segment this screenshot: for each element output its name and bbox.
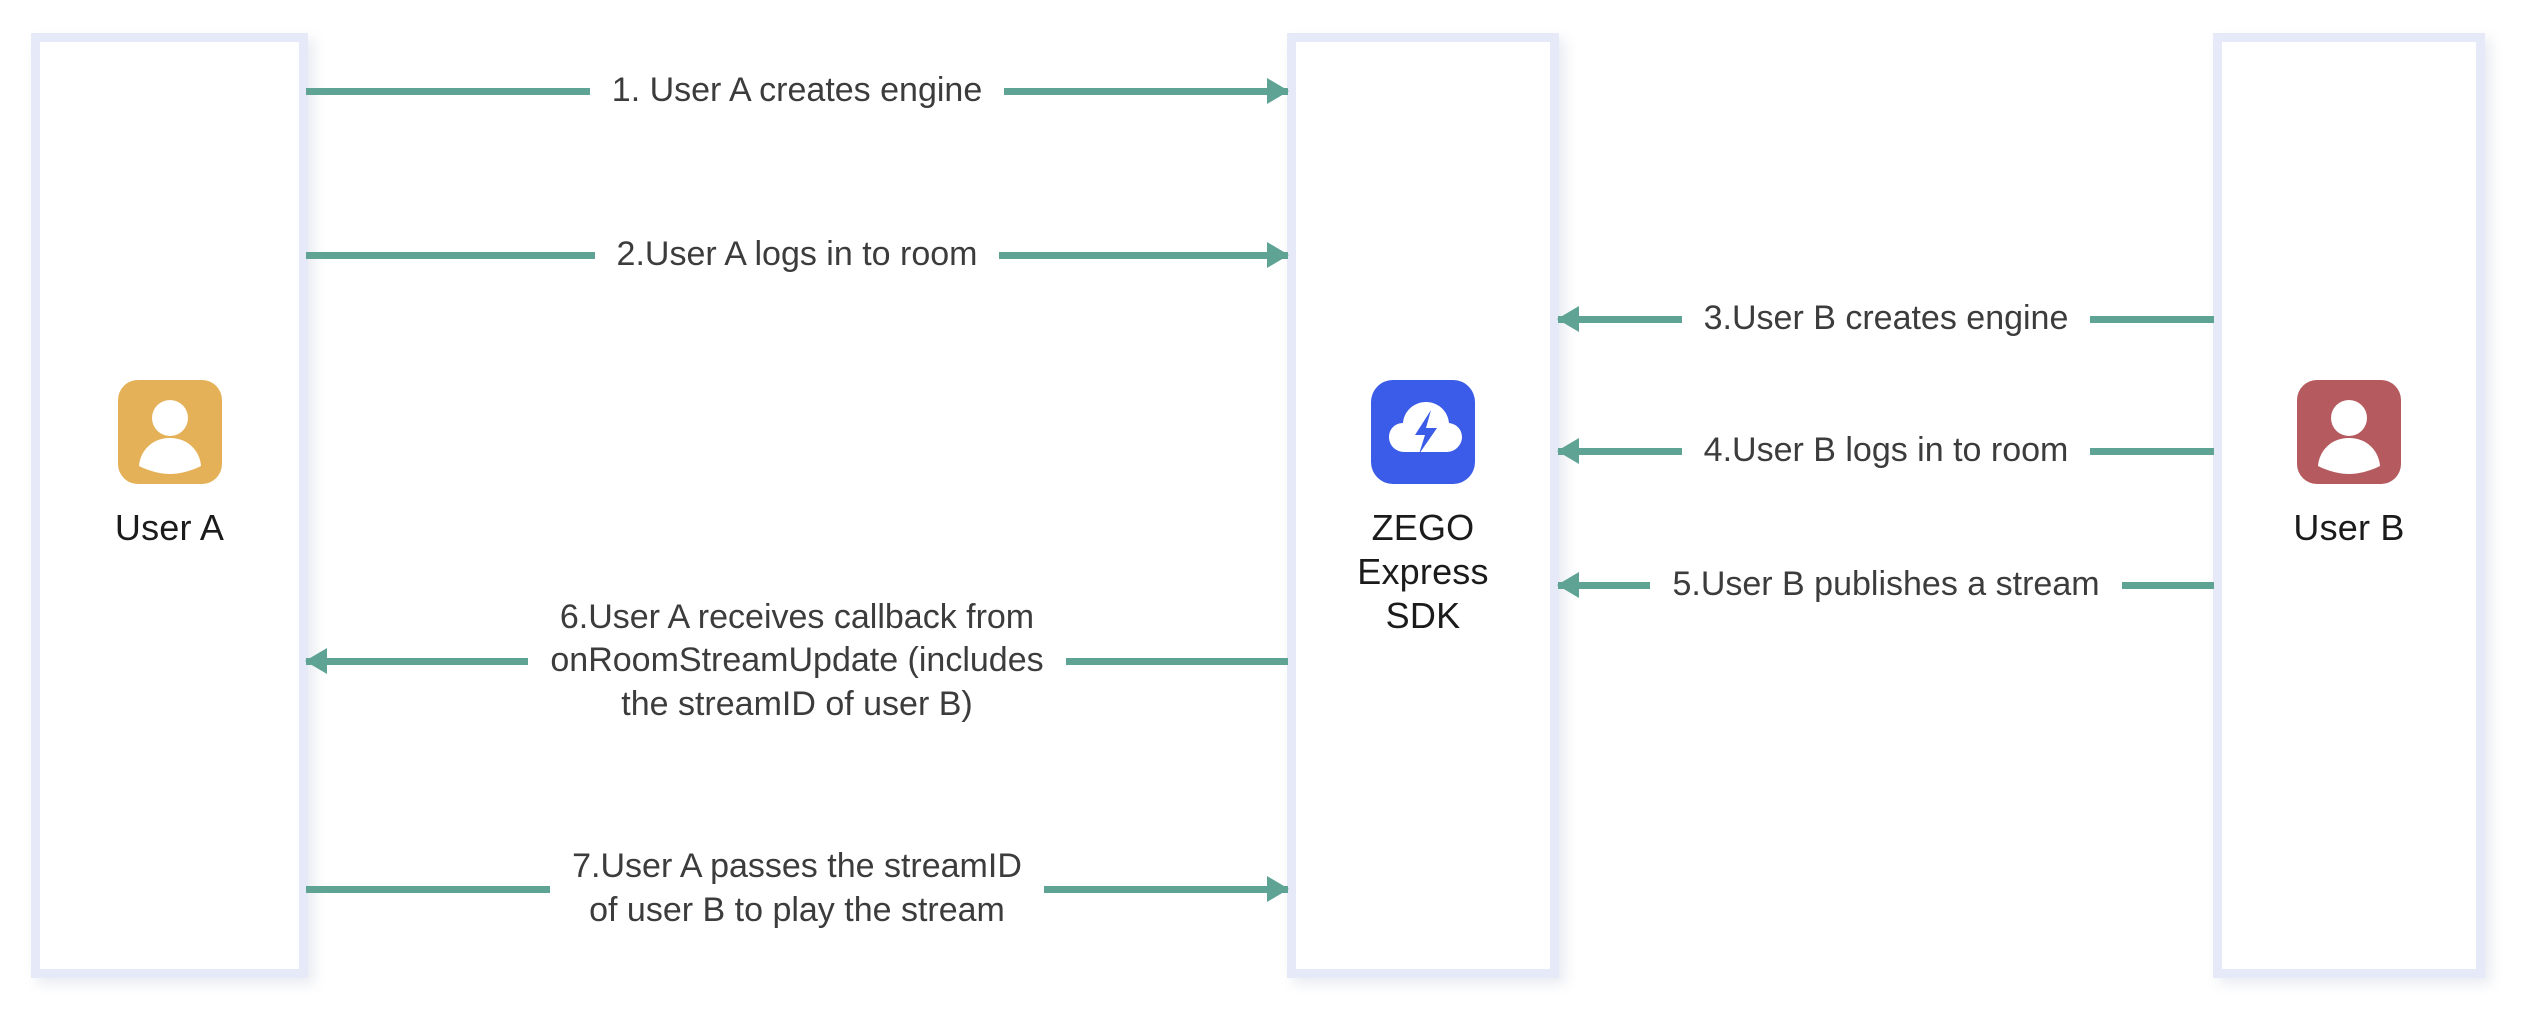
arrow-step-4: 4.User B logs in to room (1557, 431, 2215, 469)
arrow-shaft-right (2121, 574, 2215, 596)
person-avatar-icon (2297, 380, 2401, 484)
arrow-label-step-4: 4.User B logs in to room (1703, 431, 2069, 470)
arrow-head-left-icon (1557, 306, 1579, 332)
arrow-step-7: 7.User A passes the streamID of user B t… (306, 847, 1290, 929)
arrow-head-left-icon (1557, 572, 1579, 598)
arrow-label-step-2: 2.User A logs in to room (616, 235, 978, 274)
lane-user-b (2213, 33, 2485, 978)
arrow-label-step-1: 1. User A creates engine (611, 71, 983, 110)
arrow-head-right-icon (1267, 876, 1290, 902)
arrow-label-step-6: 6.User A receives callback from onRoomSt… (550, 597, 1044, 723)
arrow-head-right-icon (1267, 242, 1290, 268)
arrow-shaft-right (1043, 876, 1290, 902)
arrow-head-right-icon (1267, 78, 1290, 104)
node-user-a: User A (31, 380, 308, 550)
arrow-shaft-right (1004, 78, 1290, 104)
arrow-label-step-7: 7.User A passes the streamID of user B t… (572, 847, 1022, 929)
arrow-step-5: 5.User B publishes a stream (1557, 565, 2215, 603)
arrow-shaft-left (305, 648, 529, 674)
arrow-shaft-left (306, 878, 551, 900)
node-user-b: User B (2213, 380, 2485, 550)
arrow-shaft-left (1557, 438, 1682, 464)
arrow-head-left-icon (1557, 438, 1579, 464)
arrow-shaft-left (1557, 572, 1651, 598)
arrow-head-left-icon (305, 648, 327, 674)
lane-zego-sdk (1287, 33, 1559, 978)
arrow-shaft-left (306, 244, 595, 266)
lane-user-a (31, 33, 308, 978)
arrow-step-1: 1. User A creates engine (306, 71, 1290, 109)
arrow-step-3: 3.User B creates engine (1557, 299, 2215, 337)
arrow-shaft-right (1065, 650, 1288, 672)
person-avatar-icon (117, 380, 222, 484)
arrow-step-6: 6.User A receives callback from onRoomSt… (305, 598, 1288, 723)
zego-cloud-lightning-logo (1371, 380, 1475, 484)
node-label-zego-sdk: ZEGO Express SDK (1357, 507, 1489, 636)
arrow-label-step-3: 3.User B creates engine (1703, 299, 2069, 338)
arrow-shaft-right (999, 242, 1290, 268)
arrow-shaft-left (1557, 306, 1682, 332)
arrow-shaft-right (2090, 440, 2215, 462)
node-label-user-a: User A (114, 507, 225, 548)
arrow-shaft-right (2090, 308, 2215, 330)
node-zego-sdk: ZEGO Express SDK (1287, 380, 1559, 638)
arrow-label-step-5: 5.User B publishes a stream (1672, 565, 2100, 604)
node-label-user-b: User B (2293, 507, 2405, 548)
arrow-step-2: 2.User A logs in to room (306, 235, 1290, 273)
arrow-shaft-left (306, 80, 590, 102)
